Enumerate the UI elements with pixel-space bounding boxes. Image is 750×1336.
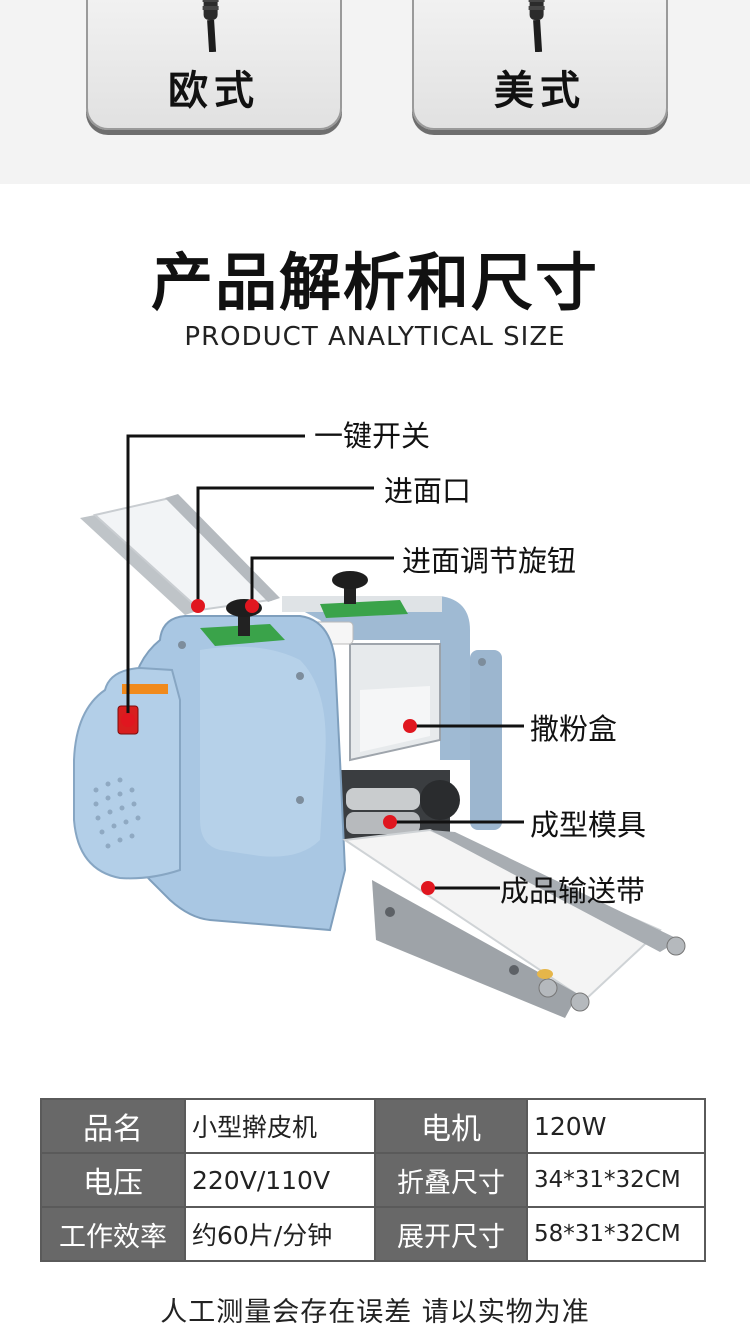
power-cable-icon	[202, 0, 219, 52]
spec-key: 电机	[374, 1098, 528, 1154]
machine-body	[73, 600, 486, 932]
spec-value: 58*31*32CM	[526, 1206, 706, 1262]
table-row: 工作效率 约60片/分钟 展开尺寸 58*31*32CM	[40, 1206, 706, 1262]
callout-flour-box: 撒粉盒	[530, 712, 618, 746]
spec-key: 展开尺寸	[374, 1206, 528, 1262]
plug-label-american: 美式	[494, 68, 586, 114]
plug-label-european: 欧式	[168, 68, 260, 114]
measurement-disclaimer: 人工测量会存在误差 请以实物为准	[160, 1297, 590, 1328]
callout-lines	[126, 434, 524, 890]
spec-key: 工作效率	[40, 1206, 186, 1262]
forming-mold	[330, 770, 460, 840]
dumpling-wrapper-machine-illustration	[73, 434, 686, 1018]
callout-conveyor-belt: 成品输送带	[500, 874, 646, 908]
callout-one-key-switch: 一键开关	[314, 419, 431, 453]
callout-feed-adjust-knob: 进面调节旋钮	[402, 544, 577, 578]
plug-card-european: 欧式	[86, 0, 342, 130]
page-title: 产品解析和尺寸	[150, 246, 599, 319]
plug-type-section: 欧式 美式	[0, 0, 750, 184]
spec-key: 品名	[40, 1098, 186, 1154]
power-cable-icon	[528, 0, 545, 52]
spec-value: 约60片/分钟	[184, 1206, 376, 1262]
spec-value: 小型擀皮机	[184, 1098, 376, 1154]
page-subtitle: PRODUCT ANALYTICAL SIZE	[184, 322, 566, 352]
spec-value: 120W	[526, 1098, 706, 1154]
conveyor-belt	[342, 828, 686, 1018]
spec-value: 34*31*32CM	[526, 1152, 706, 1208]
table-row: 品名 小型擀皮机 电机 120W	[40, 1098, 706, 1154]
spec-table: 品名 小型擀皮机 电机 120W 电压 220V/110V 折叠尺寸 34*31…	[40, 1098, 706, 1262]
callout-dough-inlet: 进面口	[384, 474, 472, 508]
spec-value: 220V/110V	[184, 1152, 376, 1208]
plug-card-american: 美式	[412, 0, 668, 130]
callout-dots	[121, 599, 435, 895]
feed-tray	[80, 494, 280, 615]
spec-key: 电压	[40, 1152, 186, 1208]
table-row: 电压 220V/110V 折叠尺寸 34*31*32CM	[40, 1152, 706, 1208]
callout-forming-mold: 成型模具	[530, 808, 647, 842]
spec-key: 折叠尺寸	[374, 1152, 528, 1208]
